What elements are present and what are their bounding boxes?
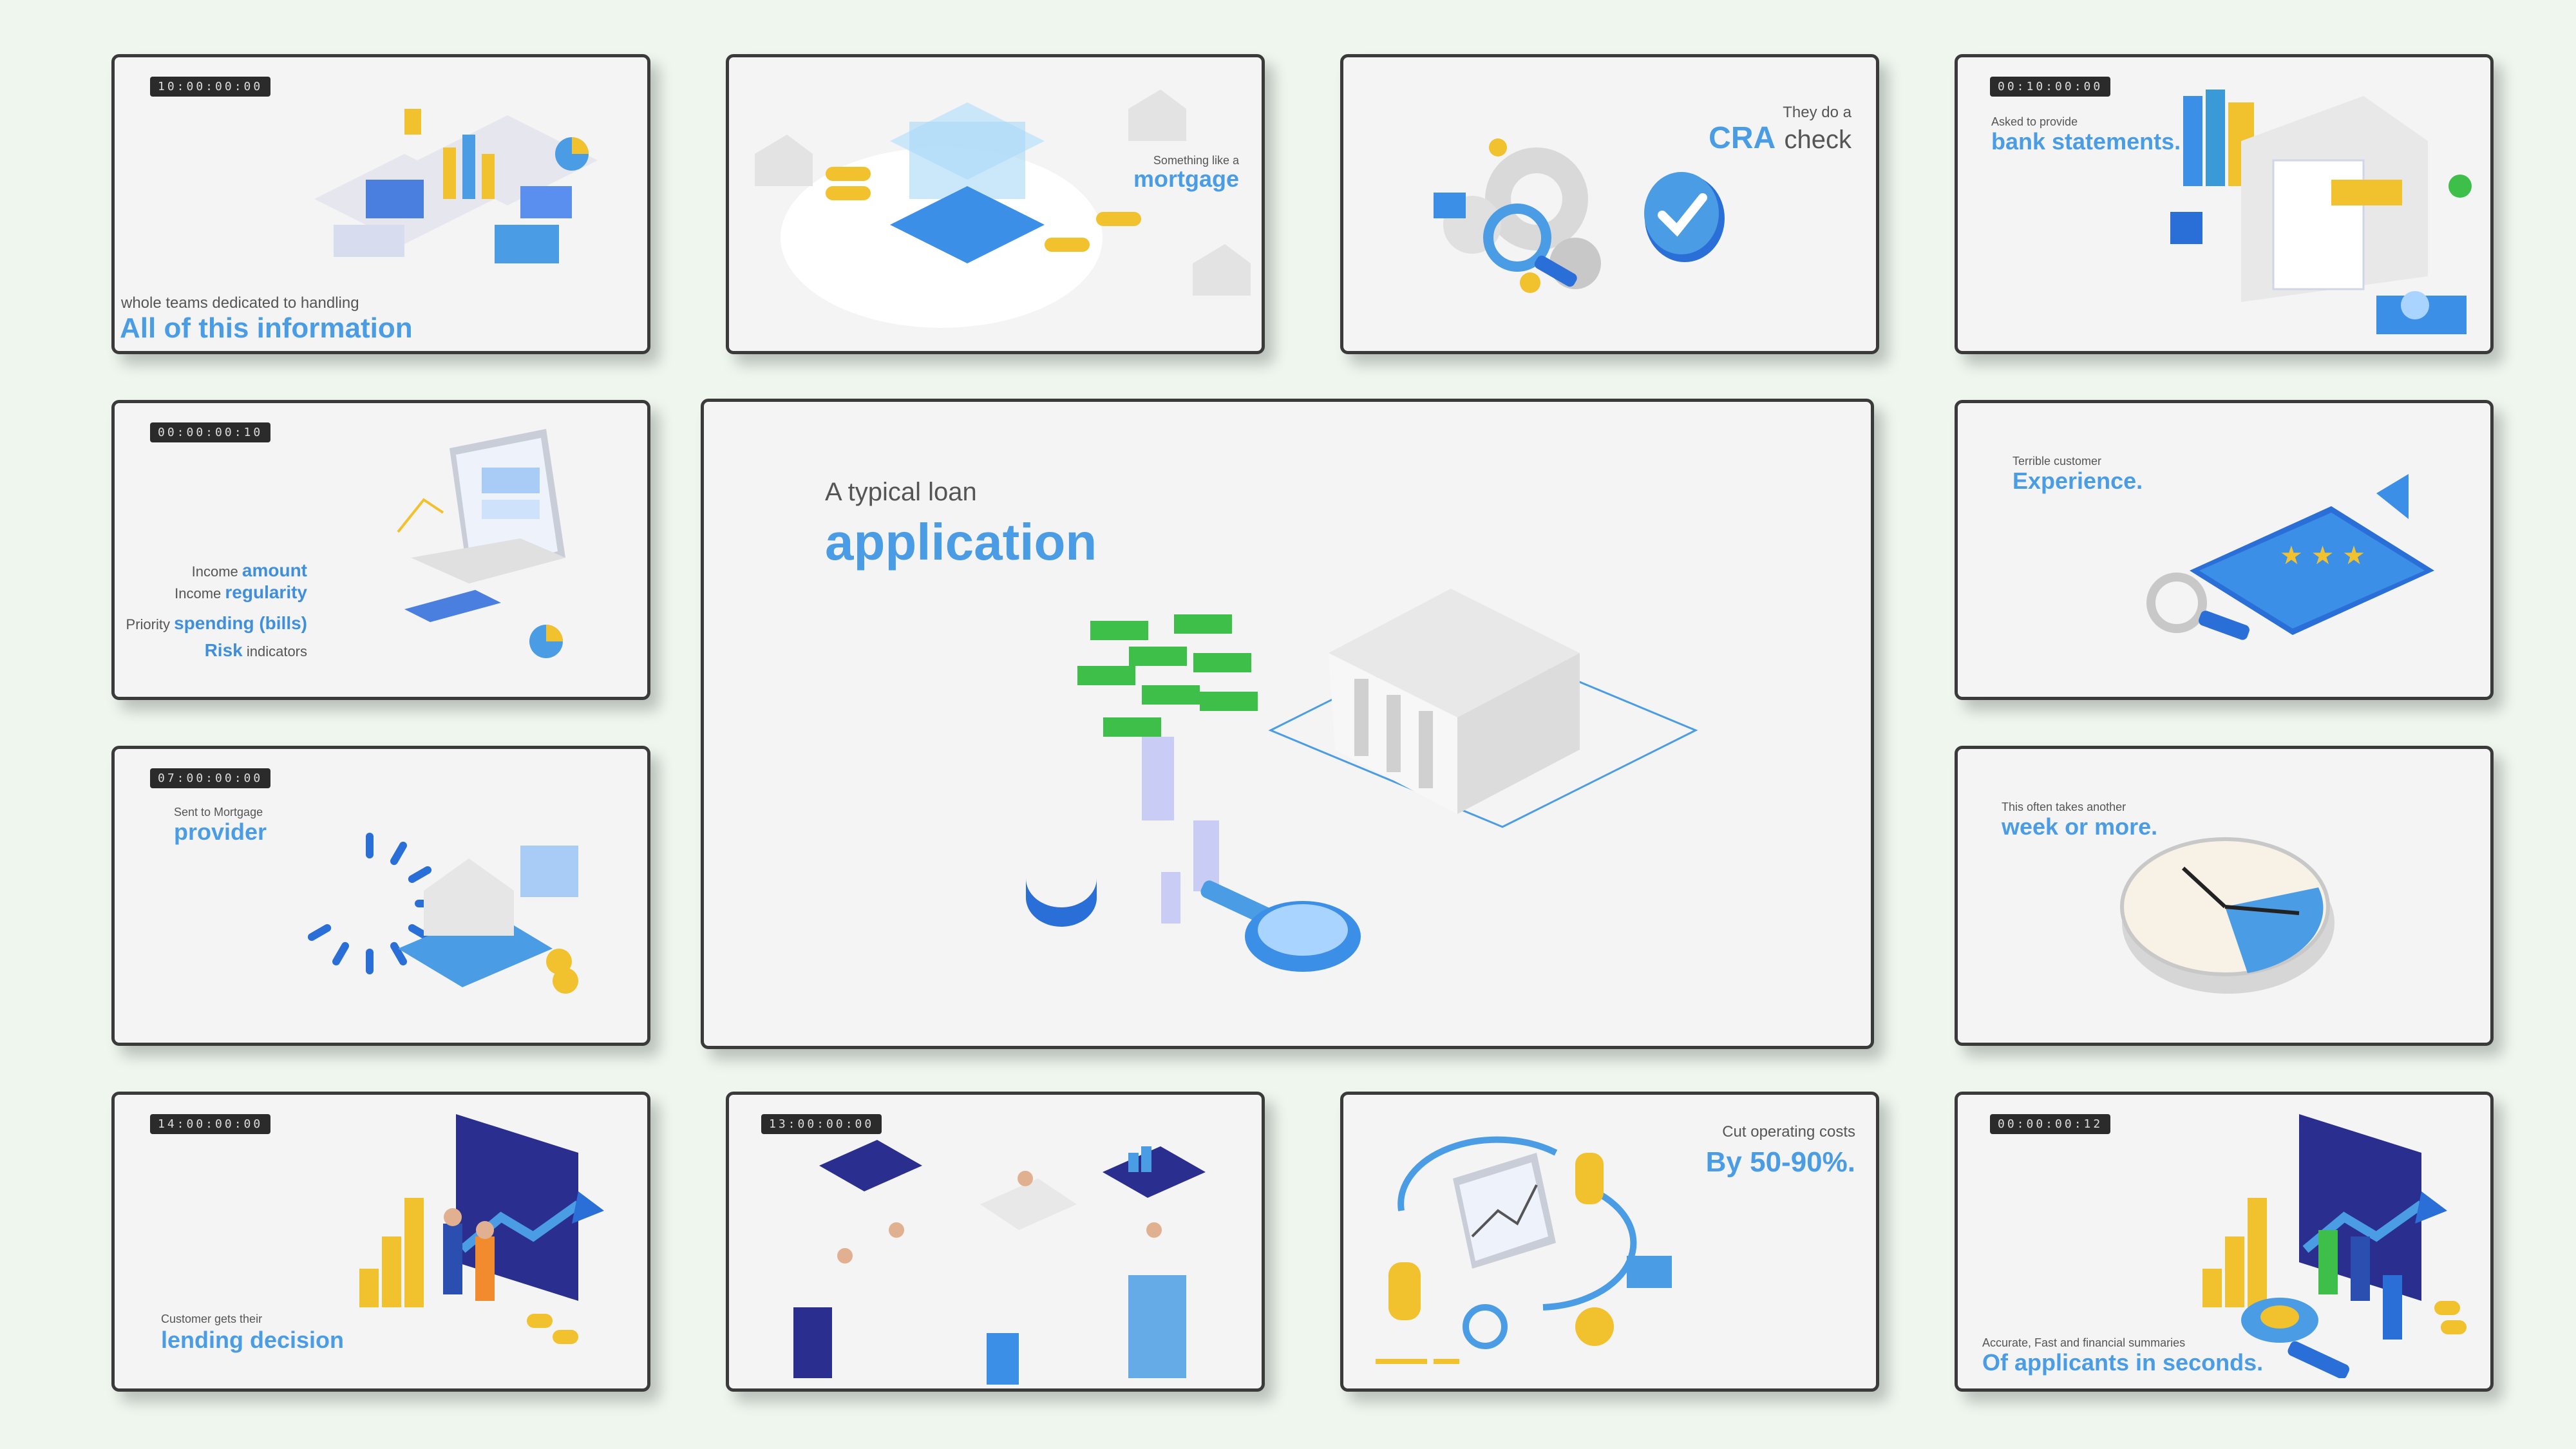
slide-title: application xyxy=(825,513,1097,571)
timestamp: 10:00:00:00 xyxy=(150,77,271,97)
slide-title: lending decision xyxy=(161,1327,345,1353)
slide-card-week-or-more[interactable]: This often takes another week or more. xyxy=(1955,746,2494,1046)
gears-magnifier-illustration xyxy=(1434,138,1601,293)
timestamp: 14:00:00:00 xyxy=(150,1114,271,1134)
income-metrics-list: Income amount Income regularity Priority… xyxy=(126,558,307,665)
slide-title: CRA check xyxy=(1709,120,1852,156)
metric-line-regularity: Income regularity xyxy=(175,582,307,602)
laptop-coins-illustration xyxy=(1376,1136,1672,1364)
slide-card-income[interactable]: 00:00:00:10 Income amount Income regular… xyxy=(111,400,650,700)
slide-title: mortgage xyxy=(1133,166,1239,192)
slide-card-summaries[interactable]: 00:00:00:12 Accurate, Fast and financial… xyxy=(1955,1092,2494,1392)
slide-card-operations[interactable]: 13:00:00:00 xyxy=(726,1092,1265,1392)
slide-subtitle: Something like a xyxy=(1153,154,1239,167)
slide-subtitle: Accurate, Fast and financial summaries xyxy=(1982,1336,2186,1349)
slide-subtitle: A typical loan xyxy=(825,478,977,506)
analytics-team-illustration xyxy=(2202,1114,2467,1378)
metric-line-amount: Income amount xyxy=(191,560,307,580)
timestamp: 00:00:00:12 xyxy=(1990,1114,2111,1134)
metric-line-risk: Risk indicators xyxy=(204,640,307,660)
cra-keyword: CRA xyxy=(1709,121,1776,155)
slide-subtitle: whole teams dedicated to handling xyxy=(121,294,359,312)
timestamp: 07:00:00:00 xyxy=(150,768,271,788)
slide-title: week or more. xyxy=(2002,813,2158,840)
slide-subtitle: Asked to provide xyxy=(1991,115,2078,128)
timestamp: 00:00:00:10 xyxy=(150,422,271,442)
slide-card-main-application[interactable]: A typical loan application xyxy=(701,399,1874,1049)
house-chip-illustration xyxy=(755,90,1251,328)
slide-card-bank-statements[interactable]: 00:10:00:00 Asked to provide bank statem… xyxy=(1955,54,2494,354)
loading-house-illustration xyxy=(308,833,578,994)
timestamp: 13:00:00:00 xyxy=(761,1114,882,1134)
slide-card-mortgage[interactable]: Something like a mortgage xyxy=(726,54,1265,354)
slide-title: Experience. xyxy=(2012,468,2143,494)
clock-icon xyxy=(2120,837,2334,994)
office-operations-illustration xyxy=(793,1140,1206,1385)
rating-phone-illustration: ★ ★ ★ xyxy=(2146,474,2434,640)
handshake-chart-illustration xyxy=(359,1114,604,1344)
slide-title: provider xyxy=(174,819,267,845)
slide-title: By 50-90%. xyxy=(1705,1146,1855,1178)
svg-text:★ ★ ★: ★ ★ ★ xyxy=(2280,541,2365,571)
slide-card-customer-experience[interactable]: Terrible customer Experience. ★ ★ ★ xyxy=(1955,400,2494,700)
laptop-analytics-illustration xyxy=(397,429,565,658)
slide-subtitle: Sent to Mortgage xyxy=(174,806,263,819)
checkmark-icon xyxy=(1644,172,1725,262)
slide-title: Of applicants in seconds. xyxy=(1982,1349,2264,1376)
slide-card-operating-costs[interactable]: Cut operating costs By 50-90%. xyxy=(1340,1092,1879,1392)
slide-subtitle: Terrible customer xyxy=(2012,455,2102,468)
slide-subtitle: Customer gets their xyxy=(161,1312,263,1325)
timestamp: 00:10:00:00 xyxy=(1990,77,2111,97)
slide-subtitle: Cut operating costs xyxy=(1722,1123,1855,1141)
slide-card-lending-decision[interactable]: 14:00:00:00 Customer gets their lending … xyxy=(111,1092,650,1392)
metric-line-spending: Priority spending (bills) xyxy=(126,613,307,633)
slide-card-teams[interactable]: 10:00:00:00 whole teams dedicated to han… xyxy=(111,54,650,354)
slide-subtitle: They do a xyxy=(1783,104,1852,121)
documents-laptop-illustration xyxy=(2170,90,2472,334)
bank-money-illustration xyxy=(1026,589,1698,972)
office-teams-illustration xyxy=(314,109,598,263)
slide-subtitle: This often takes another xyxy=(2002,800,2126,813)
slide-title: All of this information xyxy=(120,312,413,344)
slide-card-mortgage-provider[interactable]: 07:00:00:00 Sent to Mortgage provider xyxy=(111,746,650,1046)
slide-title: bank statements. xyxy=(1991,128,2181,155)
check-word: check xyxy=(1784,126,1852,154)
slide-card-cra[interactable]: They do a CRA check xyxy=(1340,54,1879,354)
